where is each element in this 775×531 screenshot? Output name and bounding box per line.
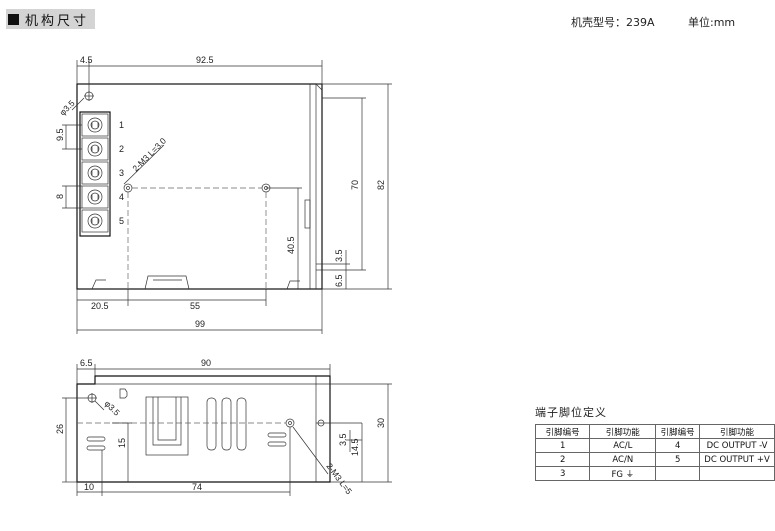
terminal-label-3: 3 (119, 168, 124, 178)
dim-14-5: 14.5 (350, 438, 360, 456)
terminal-label-4: 4 (119, 192, 124, 202)
pin-table-title: 端子脚位定义 (535, 406, 607, 419)
section-title: 机构尺寸 (25, 13, 90, 29)
dim-8: 8 (55, 194, 65, 199)
table-cell: AC/N (589, 452, 657, 467)
section-header: 机构尺寸 (6, 9, 96, 29)
table-cell: DC OUTPUT -V (699, 438, 775, 453)
dim-70: 70 (350, 180, 360, 190)
table-cell: AC/L (589, 438, 657, 453)
dim-6-5-bottom: 6.5 (80, 358, 93, 368)
header-cell: 引脚编号 (655, 424, 701, 439)
dim-82: 82 (376, 180, 386, 190)
dim-3-5-bottom: 3.5 (338, 433, 348, 446)
square-bullet-icon (8, 13, 19, 25)
slot-left-1 (86, 436, 106, 442)
case-model: 机壳型号：239A (571, 16, 655, 29)
table-cell: 5 (655, 452, 701, 467)
m3-hole-bottom (285, 418, 295, 428)
top-view: 1 2 3 4 5 2-M3 L=3.0 4.5 92.5 φ3.5 9.5 8 (55, 55, 392, 334)
table-cell: 1 (534, 438, 591, 453)
table-row: 1 AC/L 4 DC OUTPUT -V (534, 438, 775, 453)
table-cell: FG ⏚ (589, 466, 657, 481)
slot-right-1 (267, 432, 287, 438)
vent-slot-1 (206, 397, 217, 451)
dim-30: 30 (376, 418, 386, 428)
m3-leader-bottom (292, 426, 329, 475)
dim-40-5: 40.5 (286, 236, 296, 254)
table-row: 3 FG ⏚ (534, 466, 775, 481)
header-cell: 引脚功能 (589, 424, 657, 439)
dim-99: 99 (195, 319, 205, 329)
table-header-row: 引脚编号 引脚功能 引脚编号 引脚功能 (534, 424, 775, 439)
dim-4-5: 4.5 (80, 55, 93, 65)
header-cell: 引脚编号 (534, 424, 591, 439)
vent-slot-2 (221, 397, 232, 451)
vent-slot-3 (236, 397, 247, 451)
slot-left-2 (86, 445, 106, 451)
unit-label: 单位:mm (688, 16, 736, 29)
terminal-1 (81, 113, 109, 137)
dim-90: 90 (201, 358, 211, 368)
terminal-label-1: 1 (119, 120, 124, 130)
terminal-5 (81, 209, 109, 233)
dim-26: 26 (55, 424, 65, 434)
bottom-view: φ3.5 2-M3 L=5 6.5 90 26 (55, 358, 392, 496)
dim-phi-3-5-bottom: φ3.5 (103, 398, 123, 418)
cutout (145, 396, 189, 456)
bottom-view-outline (76, 375, 331, 483)
slot-right-2 (267, 441, 287, 447)
dim-55: 55 (190, 301, 200, 311)
table-cell: 2 (534, 452, 591, 467)
table-cell (699, 466, 775, 481)
dim-10: 10 (84, 482, 94, 492)
dim-15: 15 (117, 438, 127, 448)
table-cell: DC OUTPUT +V (699, 452, 775, 467)
terminal-block (79, 111, 111, 237)
dim-9-5: 9.5 (55, 128, 65, 141)
terminal-label-2: 2 (119, 144, 124, 154)
terminal-label-5: 5 (119, 216, 124, 226)
m3-hole-left (123, 183, 133, 193)
header-cell: 引脚功能 (699, 424, 775, 439)
m3-leader (123, 144, 165, 185)
side-tab (304, 199, 311, 229)
pin-definition-table: 引脚编号 引脚功能 引脚编号 引脚功能 1 AC/L 4 DC OUTPUT -… (534, 424, 775, 481)
dim-20-5: 20.5 (91, 301, 109, 311)
bottom-slot (144, 275, 190, 290)
table-row: 2 AC/N 5 DC OUTPUT +V (534, 452, 775, 467)
dim-m3-bottom: 2-M3 L=5 (324, 461, 354, 496)
dim-74: 74 (192, 482, 202, 492)
top-view-outline (76, 83, 323, 290)
table-cell: 4 (655, 438, 701, 453)
dim-92-5: 92.5 (196, 55, 214, 65)
dim-m3-top: 2-M3 L=3.0 (130, 136, 168, 174)
terminal-2 (81, 137, 109, 161)
table-cell (655, 466, 701, 481)
dim-3-5-top: 3.5 (334, 249, 344, 262)
terminal-3 (81, 161, 109, 185)
dim-6-5-top: 6.5 (334, 274, 344, 287)
terminal-4 (81, 185, 109, 209)
dim-phi-3-5-top: φ3.5 (57, 98, 77, 118)
table-cell: 3 (534, 466, 591, 481)
